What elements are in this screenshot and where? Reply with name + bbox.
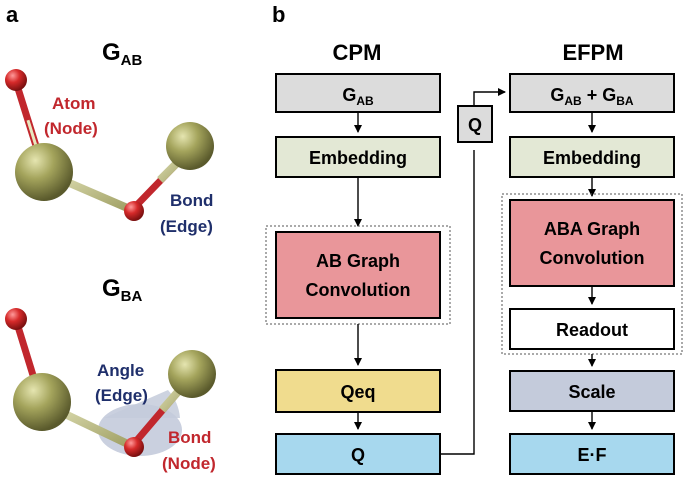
q-link-line-upper	[473, 88, 506, 106]
label-angle-edge: (Edge)	[95, 386, 148, 405]
atom-olive-right-2	[168, 350, 216, 398]
efpm-readout-box	[509, 308, 675, 350]
panel-b-letter: b	[272, 2, 285, 27]
label-atom: Atom	[52, 94, 95, 113]
efpm-scale-label: Scale	[568, 382, 615, 402]
efpm-title: EFPM	[562, 40, 623, 65]
efpm-conv-line1: ABA Graph	[544, 219, 640, 239]
q-link-box	[457, 105, 493, 143]
atom-olive-left	[15, 143, 73, 201]
efpm-input-label: GAB + GBA	[550, 85, 634, 108]
atom-red-top	[5, 69, 27, 91]
cpm-q-box	[275, 433, 441, 475]
cpm-embedding-label: Embedding	[309, 148, 407, 168]
efpm-output-label: E·F	[578, 445, 607, 465]
cpm-input-label: GAB	[342, 85, 374, 108]
efpm-input-box	[509, 73, 675, 113]
cpm-conv-line1: AB Graph	[316, 251, 400, 271]
efpm-scale-box	[509, 370, 675, 412]
graph-ba-title: GBA	[102, 275, 143, 305]
label-bond-2: Bond	[168, 428, 211, 447]
graph-ab-molecule	[5, 69, 214, 221]
efpm-conv-line2: Convolution	[540, 248, 645, 268]
efpm-embedding-label: Embedding	[543, 148, 641, 168]
efpm-readout-label: Readout	[556, 320, 628, 340]
atom-olive-right	[166, 122, 214, 170]
cpm-conv-box	[275, 231, 441, 319]
label-bond: Bond	[170, 191, 213, 210]
cpm-title: CPM	[333, 40, 382, 65]
efpm-embedding-box	[509, 136, 675, 178]
cpm-q-label: Q	[351, 445, 365, 465]
atom-red-top-2	[5, 308, 27, 330]
atom-red-middle-2	[124, 437, 144, 457]
atom-red-middle	[124, 201, 144, 221]
q-link-label: Q	[468, 115, 482, 135]
graph-ab-title: GAB	[102, 39, 143, 69]
panel-a-letter: a	[6, 2, 19, 27]
efpm-conv-box	[509, 199, 675, 287]
efpm-output-box	[509, 433, 675, 475]
label-angle: Angle	[97, 361, 144, 380]
cpm-conv-line2: Convolution	[306, 280, 411, 300]
atom-olive-left-2	[13, 373, 71, 431]
label-edge: (Edge)	[160, 217, 213, 236]
cpm-input-box	[275, 73, 441, 113]
q-link-line-lower	[440, 150, 475, 455]
label-node-2: (Node)	[162, 454, 216, 473]
graph-ba-molecule	[5, 308, 216, 457]
cpm-qeq-label: Qeq	[340, 382, 375, 402]
label-node: (Node)	[44, 119, 98, 138]
